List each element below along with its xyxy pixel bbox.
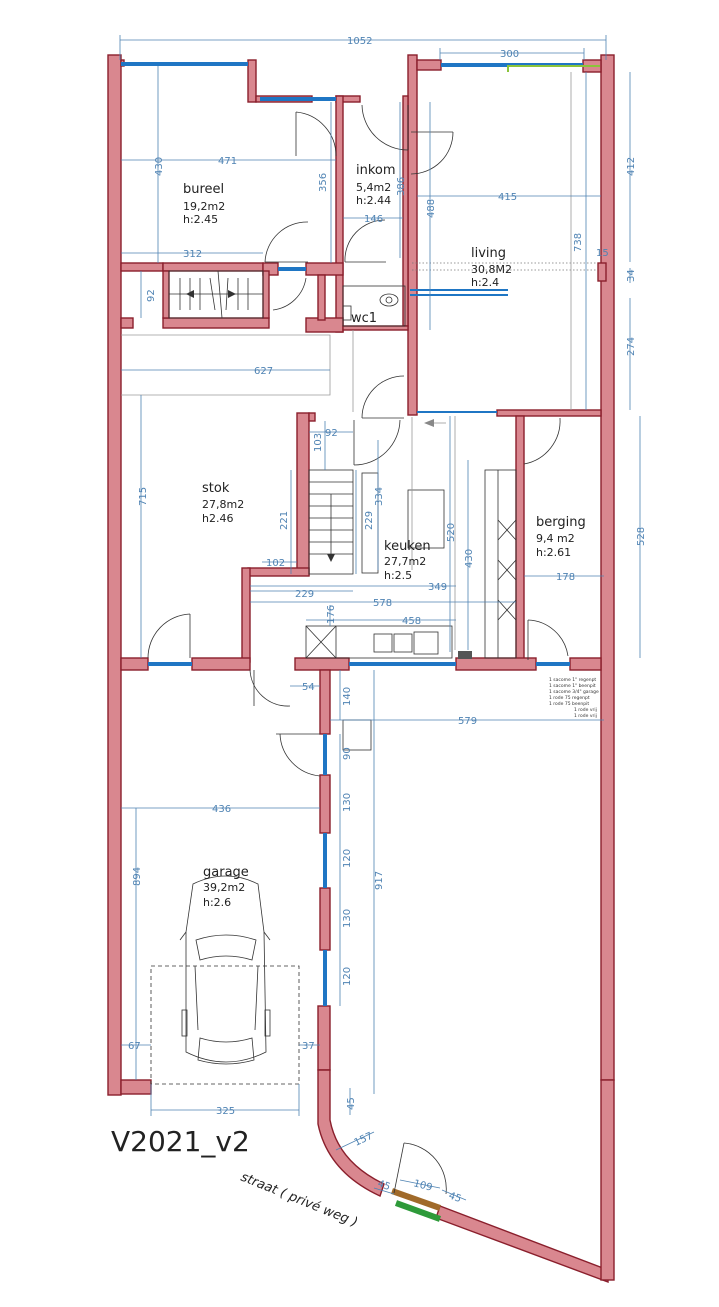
room-labels: bureel 19,2m2 h:2.45 inkom 5,4m2 h:2.44 …	[183, 163, 586, 909]
dim-894: 894	[132, 867, 143, 886]
green-elements	[390, 65, 600, 1222]
doors	[147, 104, 569, 1195]
note-line: 1 sacome 1" regenpt	[549, 677, 596, 683]
dim-67: 67	[128, 1041, 141, 1052]
dim-103: 103	[313, 433, 324, 452]
room-inkom-name: inkom	[356, 163, 396, 178]
dim-917: 917	[374, 871, 385, 890]
notes-block: 1 sacome 1" regenpt 1 sacome 1" beenpit …	[549, 677, 599, 719]
note-line: 1 rode vrij	[574, 713, 597, 719]
room-stok-area: 27,8m2	[202, 498, 244, 511]
room-wc-name: wc1	[351, 311, 377, 326]
dim-578: 578	[373, 598, 392, 609]
street-label: straat ( privé weg )	[239, 1170, 360, 1231]
room-bureel-area: 19,2m2	[183, 200, 225, 213]
dim-300: 300	[500, 49, 519, 60]
dim-436: 436	[212, 804, 231, 815]
dimension-labels: 1052 300 471 430 356 386 146 488 415 412…	[128, 36, 647, 1205]
dim-715: 715	[138, 487, 149, 506]
room-garage-height: h:2.6	[203, 896, 231, 909]
dimension-lines	[119, 35, 641, 1201]
dim-54: 54	[302, 682, 315, 693]
stairs-upper	[168, 270, 264, 319]
room-berging-area: 9,4 m2	[536, 532, 575, 545]
dim-334: 334	[374, 487, 385, 506]
room-inkom-height: h:2.44	[356, 194, 391, 207]
room-keuken-name: keuken	[384, 539, 431, 554]
room-garage-name: garage	[203, 865, 249, 880]
dim-178: 178	[556, 572, 575, 583]
dim-349: 349	[428, 582, 447, 593]
dim-579: 579	[458, 716, 477, 727]
dim-229-v: 229	[364, 511, 375, 530]
stairs-lower	[308, 469, 379, 575]
dim-738: 738	[573, 233, 584, 252]
dim-120-a: 120	[342, 849, 353, 868]
reference-lines	[121, 72, 607, 1085]
dim-130-a: 130	[342, 793, 353, 812]
dim-221: 221	[279, 511, 290, 530]
room-living-height: h:2.4	[471, 276, 499, 289]
room-berging-height: h:2.61	[536, 546, 571, 559]
dim-471: 471	[218, 156, 237, 167]
dim-92-lower: 92	[325, 428, 338, 439]
dim-274: 274	[626, 337, 637, 356]
dim-34: 34	[626, 269, 637, 282]
dim-458: 458	[402, 616, 421, 627]
dim-356: 356	[318, 173, 329, 192]
car-icon	[179, 875, 271, 1065]
dim-90: 90	[342, 747, 353, 760]
dim-528: 528	[636, 527, 647, 546]
dim-229-h: 229	[295, 589, 314, 600]
dim-45-b: 45	[376, 1178, 392, 1193]
dim-120-b: 120	[342, 967, 353, 986]
walls	[107, 54, 615, 1284]
room-stok-name: stok	[202, 481, 230, 496]
dim-102: 102	[266, 558, 285, 569]
dim-312: 312	[183, 249, 202, 260]
plan-title: V2021_v2	[111, 1125, 250, 1158]
room-inkom-area: 5,4m2	[356, 181, 391, 194]
room-keuken-area: 27,7m2	[384, 555, 426, 568]
dim-430-kitchen: 430	[464, 549, 475, 568]
dim-45-a: 45	[346, 1097, 357, 1110]
dim-386: 386	[396, 177, 407, 196]
note-line: 1 sacome 1" beenpit	[549, 683, 596, 689]
note-line: 1 rode 75 beenpit	[549, 701, 589, 707]
note-line: 1 sacome 3/4" garage	[549, 689, 599, 695]
dim-520: 520	[446, 523, 457, 542]
room-berging-name: berging	[536, 515, 586, 530]
room-bureel-height: h:2.45	[183, 213, 218, 226]
dim-1052: 1052	[347, 36, 372, 47]
dim-37: 37	[302, 1041, 315, 1052]
dim-415: 415	[498, 192, 517, 203]
note-line: 1 rode 75 regenpt	[549, 695, 590, 701]
dim-45-c: 45	[447, 1190, 463, 1205]
dim-412: 412	[626, 157, 637, 176]
dim-627: 627	[254, 366, 273, 377]
wc-fixtures	[342, 285, 406, 327]
dim-176: 176	[326, 605, 337, 624]
dim-430: 430	[154, 157, 165, 176]
dim-92-stair: 92	[146, 289, 157, 302]
dim-146: 146	[364, 214, 383, 225]
dim-15: 15	[596, 248, 609, 259]
dim-325: 325	[216, 1106, 235, 1117]
room-stok-height: h2.46	[202, 512, 233, 525]
room-living-name: living	[471, 246, 506, 261]
dim-488: 488	[426, 199, 437, 218]
room-bureel-name: bureel	[183, 182, 224, 197]
kitchen-fixtures	[305, 469, 517, 751]
dim-130-b: 130	[342, 909, 353, 928]
room-living-area: 30,8M2	[471, 263, 512, 276]
room-keuken-height: h:2.5	[384, 569, 412, 582]
dim-140: 140	[342, 687, 353, 706]
room-garage-area: 39,2m2	[203, 881, 245, 894]
dim-109: 109	[412, 1178, 433, 1194]
note-line: 1 rode vrij	[574, 707, 597, 713]
